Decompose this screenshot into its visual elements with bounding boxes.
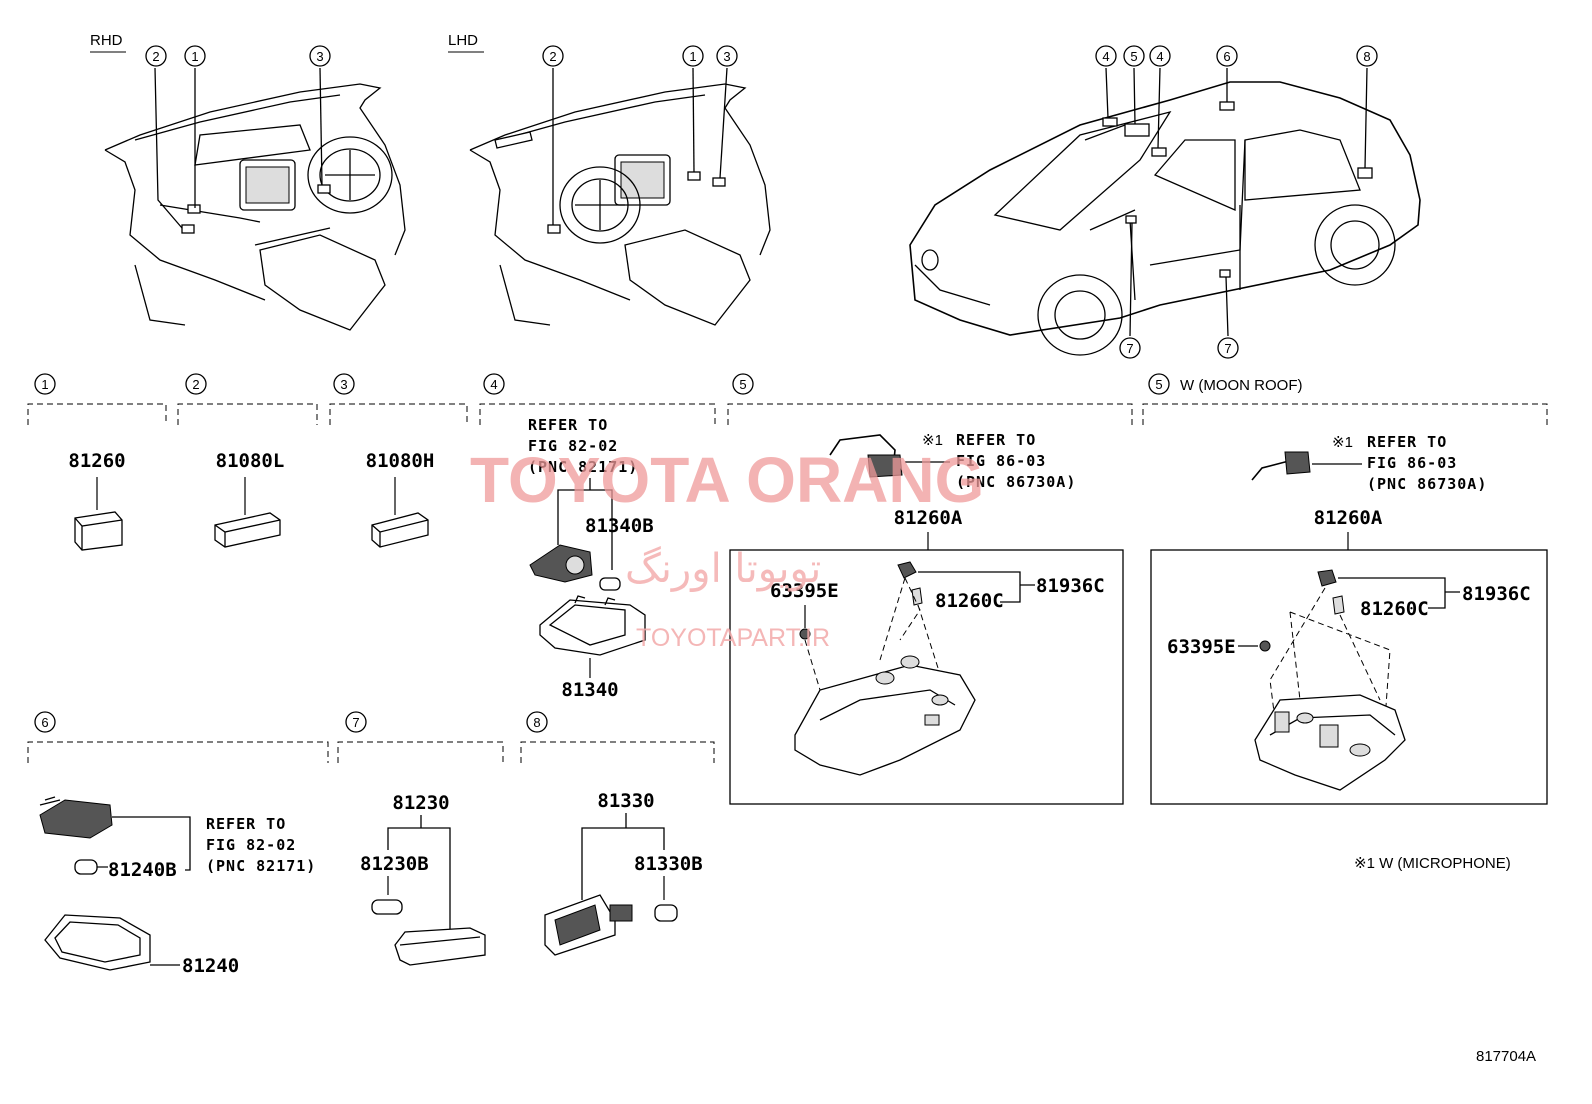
section-5-moonroof: 5 W (MOON ROOF) ※1 REFER TO FIG 86-03 (P… bbox=[1142, 373, 1548, 805]
mark-1-a: ※1 bbox=[922, 432, 943, 449]
part-81936c-std: 81936C bbox=[1036, 575, 1105, 597]
callout-2-rhd: 2 bbox=[152, 49, 159, 64]
callout-7-car-b: 7 bbox=[1224, 341, 1231, 356]
callout-4-car-b: 4 bbox=[1156, 49, 1163, 64]
section-8-number: 8 bbox=[533, 715, 540, 730]
part-81260: 81260 bbox=[68, 450, 125, 472]
ref-6-line1: REFER TO bbox=[206, 815, 286, 833]
callout-4-car-a: 4 bbox=[1102, 49, 1109, 64]
watermark-brand: TOYOTA ORANG bbox=[470, 444, 984, 516]
section-6: 6 REFER TO FIG 82-02 (PNC 82171) 81240B … bbox=[27, 711, 329, 977]
ref-5-line2: FIG 86-03 bbox=[956, 452, 1046, 470]
ref-4-line2: FIG 82-02 bbox=[528, 437, 618, 455]
part-81080l: 81080L bbox=[216, 450, 285, 472]
ref-6-line2: FIG 82-02 bbox=[206, 836, 296, 854]
section-1: 1 81260 bbox=[27, 373, 167, 551]
rhd-label: RHD bbox=[90, 32, 123, 49]
ref-5-line3: (PNC 86730A) bbox=[956, 473, 1076, 491]
figure-id: 817704A bbox=[1476, 1048, 1536, 1065]
section-4: 4 REFER TO FIG 82-02 (PNC 82171) 81340B … bbox=[479, 373, 716, 701]
callout-8-car: 8 bbox=[1363, 49, 1370, 64]
part-81936c-moonroof: 81936C bbox=[1462, 583, 1531, 605]
ref-5m-line3: (PNC 86730A) bbox=[1367, 475, 1487, 493]
part-81260a-std: 81260A bbox=[894, 507, 963, 529]
ref-5m-line1: REFER TO bbox=[1367, 433, 1447, 451]
part-81240: 81240 bbox=[182, 955, 239, 977]
ref-5m-line2: FIG 86-03 bbox=[1367, 454, 1457, 472]
lhd-dashboard-illustration: LHD 2 1 3 bbox=[448, 32, 771, 326]
microphone-note: ※1 W (MICROPHONE) bbox=[1354, 855, 1511, 872]
part-81340b: 81340B bbox=[585, 515, 654, 537]
part-81260c-std: 81260C bbox=[935, 590, 1004, 612]
callout-3-lhd: 3 bbox=[723, 49, 730, 64]
section-5-number: 5 bbox=[739, 377, 746, 392]
part-81260a-moonroof: 81260A bbox=[1314, 507, 1383, 529]
moonroof-note: W (MOON ROOF) bbox=[1180, 377, 1302, 394]
watermark-site: TOYOTAPART.IR bbox=[636, 624, 830, 652]
callout-7-car-a: 7 bbox=[1126, 341, 1133, 356]
callout-2-lhd: 2 bbox=[549, 49, 556, 64]
car-illustration: 4 5 4 6 8 7 7 bbox=[909, 45, 1421, 359]
rhd-dashboard-illustration: RHD 2 1 3 bbox=[90, 32, 406, 331]
section-7: 7 81230 81230B bbox=[337, 711, 504, 966]
ref-6-line3: (PNC 82171) bbox=[206, 857, 316, 875]
section-7-number: 7 bbox=[352, 715, 359, 730]
section-3: 3 81080H bbox=[329, 373, 468, 548]
section-2-number: 2 bbox=[192, 377, 199, 392]
section-8: 8 81330 81330B bbox=[520, 711, 715, 956]
watermark-persian: تویوتا اورنگ bbox=[625, 546, 821, 592]
callout-1-lhd: 1 bbox=[689, 49, 696, 64]
mark-1-b: ※1 bbox=[1332, 434, 1353, 451]
callout-6-car: 6 bbox=[1223, 49, 1230, 64]
section-5-moonroof-number: 5 bbox=[1155, 377, 1162, 392]
callout-1-rhd: 1 bbox=[191, 49, 198, 64]
part-81230b: 81230B bbox=[360, 853, 429, 875]
part-81260c-moonroof: 81260C bbox=[1360, 598, 1429, 620]
part-81330: 81330 bbox=[597, 790, 654, 812]
section-1-number: 1 bbox=[41, 377, 48, 392]
section-5: 5 ※1 REFER TO FIG 86-03 (PNC 86730A) 812… bbox=[727, 373, 1133, 805]
section-3-number: 3 bbox=[340, 377, 347, 392]
callout-3-rhd: 3 bbox=[316, 49, 323, 64]
section-2: 2 81080L bbox=[177, 373, 318, 548]
part-63395e-moonroof: 63395E bbox=[1167, 636, 1236, 658]
part-81330b: 81330B bbox=[634, 853, 703, 875]
part-81340: 81340 bbox=[561, 679, 618, 701]
callout-5-car: 5 bbox=[1130, 49, 1137, 64]
part-63395e-std: 63395E bbox=[770, 580, 839, 602]
part-81230: 81230 bbox=[392, 792, 449, 814]
ref-5-line1: REFER TO bbox=[956, 431, 1036, 449]
part-81080h: 81080H bbox=[366, 450, 435, 472]
ref-4-line3: (PNC 82171) bbox=[528, 458, 638, 476]
ref-4-line1: REFER TO bbox=[528, 416, 608, 434]
section-6-number: 6 bbox=[41, 715, 48, 730]
lhd-label: LHD bbox=[448, 32, 478, 49]
section-4-number: 4 bbox=[490, 377, 497, 392]
part-81240b: 81240B bbox=[108, 859, 177, 881]
